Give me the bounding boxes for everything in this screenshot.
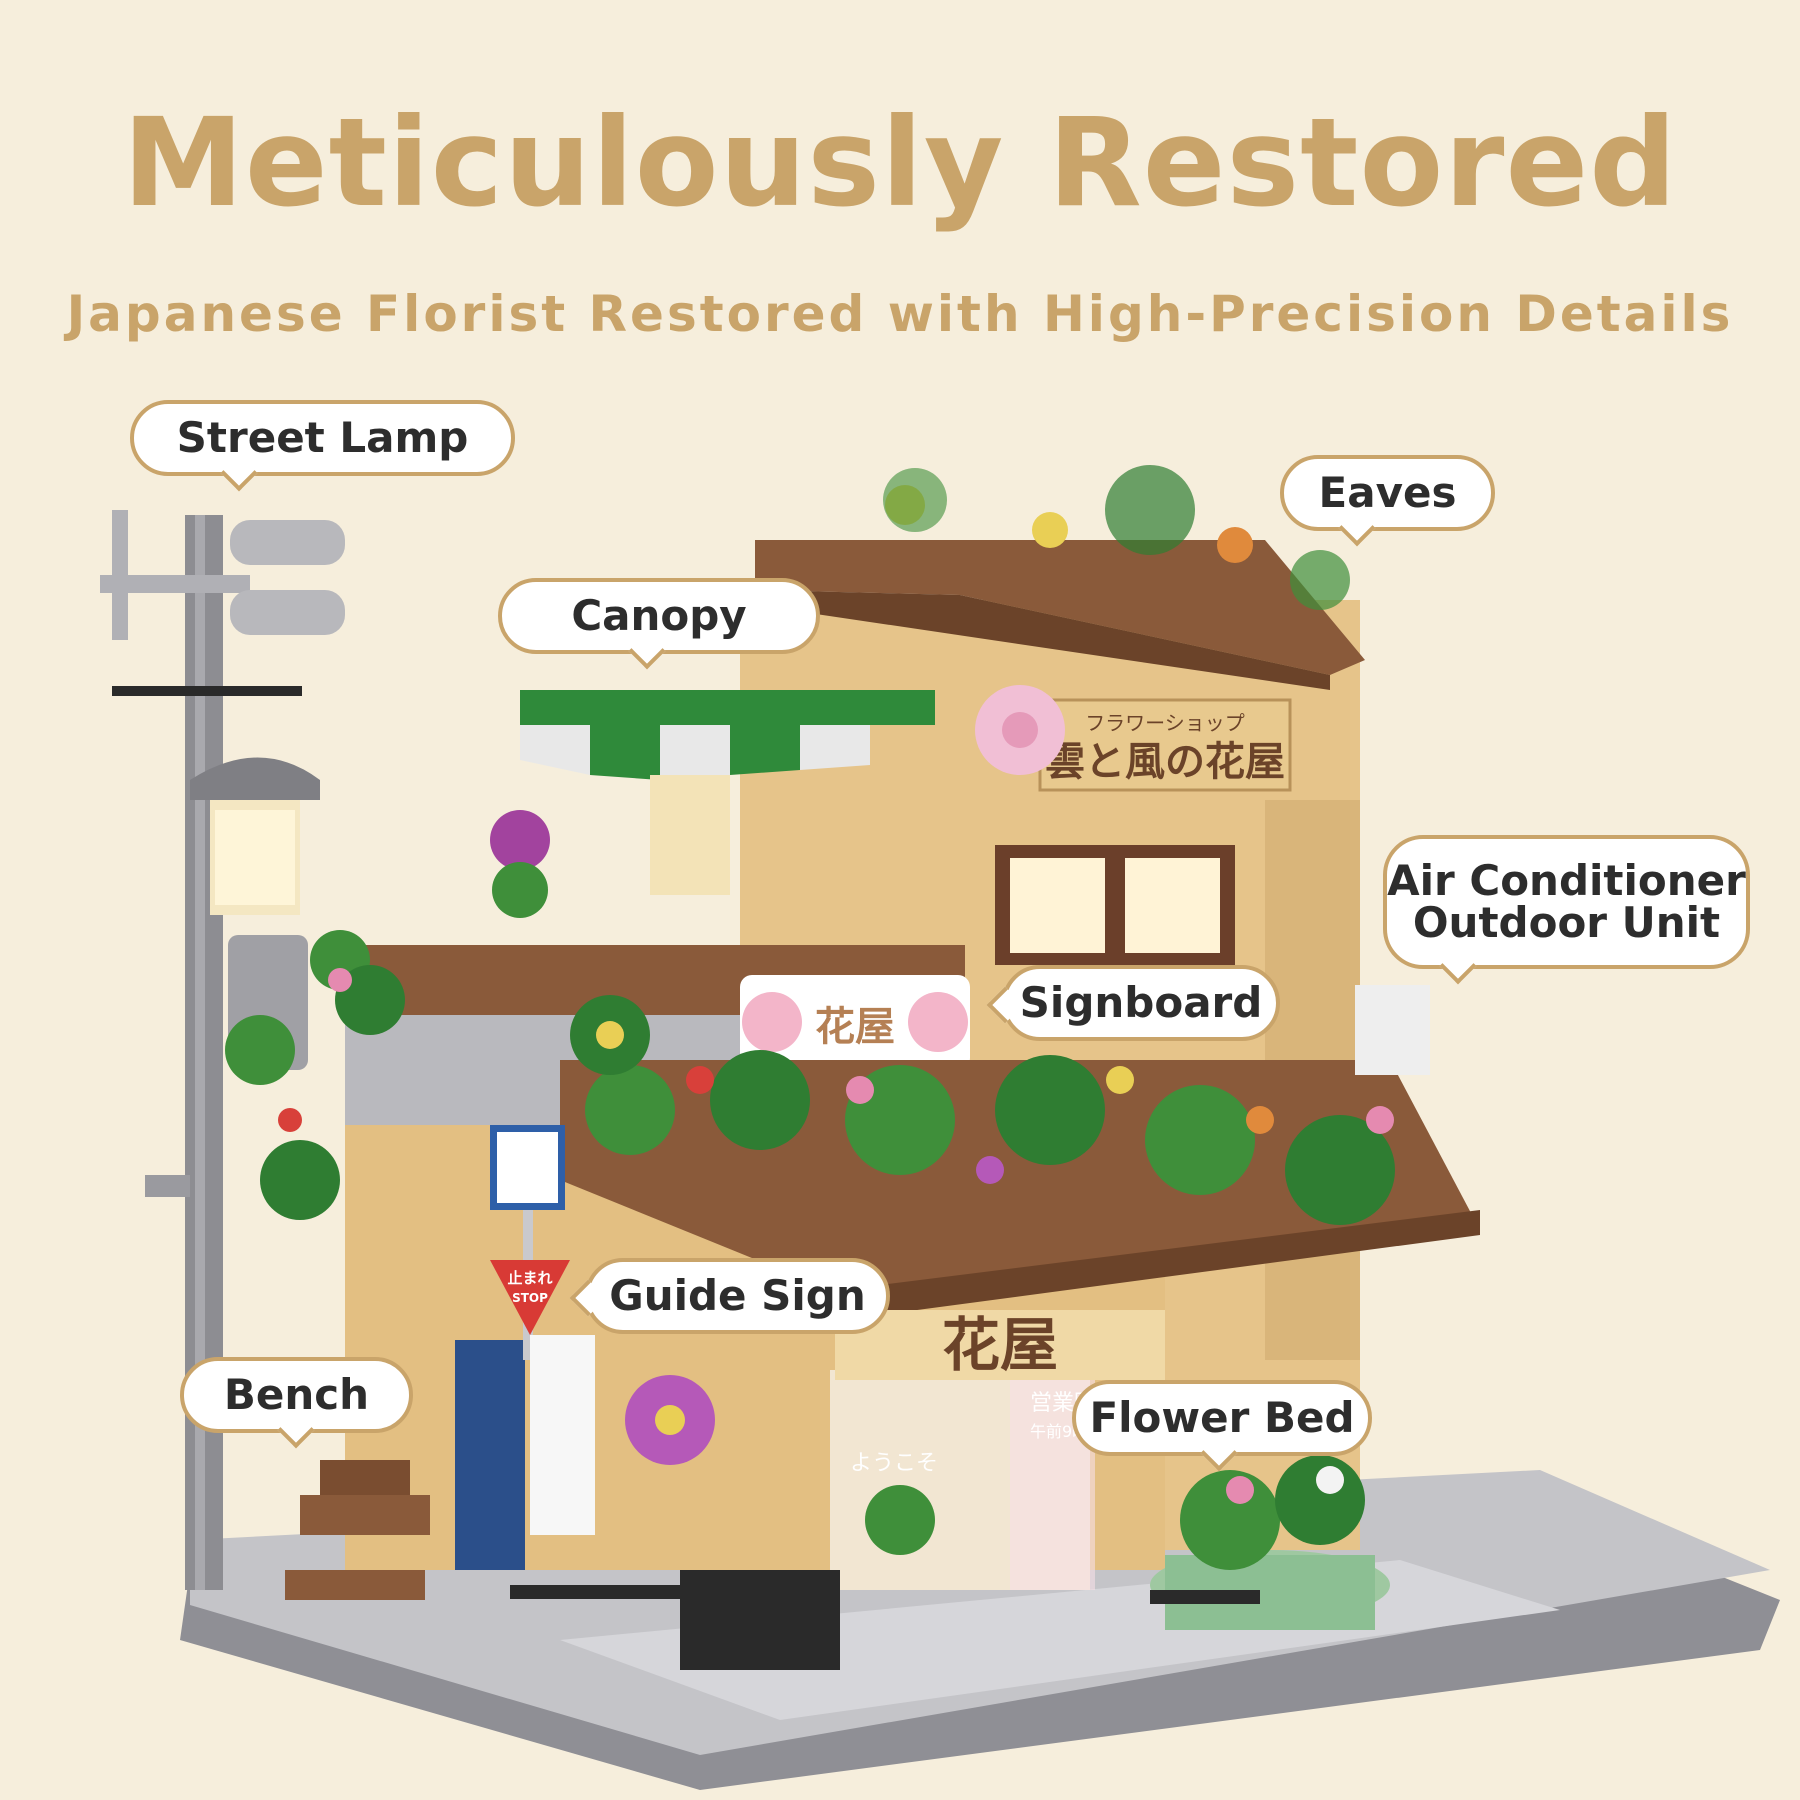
front-planter: [510, 1375, 1260, 1670]
hanging-sign-text: 花屋: [815, 1004, 895, 1050]
canopy-awning: [520, 690, 935, 895]
stop-sign-en: STOP: [512, 1291, 548, 1305]
roof-eaves: [755, 465, 1365, 690]
air-conditioner-unit: [1355, 985, 1430, 1075]
callout-flower-bed: Flower Bed: [1072, 1380, 1372, 1472]
callout-street-lamp: Street Lamp: [130, 400, 515, 492]
callout-signboard: Signboard: [986, 965, 1280, 1041]
lower-roof-flowers: [560, 1050, 1480, 1315]
page-title: Meticulously Restored: [122, 92, 1678, 234]
stop-sign-jp: 止まれ: [507, 1269, 552, 1287]
callout-canopy: Canopy: [498, 578, 820, 670]
hanging-signboard: 花屋: [740, 975, 970, 1070]
shop-sign-kana: フラワーショップ: [1085, 711, 1245, 735]
callout-eaves-label: Eaves: [1318, 468, 1457, 517]
callout-bench: Bench: [180, 1357, 413, 1449]
callout-guide-sign-label: Guide Sign: [609, 1271, 866, 1320]
window-welcome-text: ようこそ: [850, 1451, 938, 1476]
flower-bed: [1150, 1455, 1390, 1630]
climbing-vines: [225, 810, 650, 1220]
callout-air-conditioner: Air Conditioner Outdoor Unit: [1383, 835, 1750, 985]
shop-name-sign: フラワーショップ 雲と風の花屋: [975, 685, 1292, 792]
callout-street-lamp-label: Street Lamp: [176, 413, 469, 462]
callout-air-conditioner-label: Air Conditioner Outdoor Unit: [1387, 856, 1746, 947]
bench: [285, 1460, 430, 1600]
page-subtitle: Japanese Florist Restored with High-Prec…: [66, 285, 1734, 343]
callout-bench-label: Bench: [223, 1370, 370, 1419]
callout-guide-sign: Guide Sign: [569, 1258, 890, 1334]
callout-eaves: Eaves: [1280, 455, 1495, 547]
shop-sign-name: 雲と風の花屋: [1045, 739, 1285, 785]
callout-signboard-label: Signboard: [1019, 978, 1263, 1027]
callout-flower-bed-label: Flower Bed: [1089, 1393, 1355, 1442]
storefront-sign-text: 花屋: [942, 1311, 1058, 1379]
callout-canopy-label: Canopy: [571, 591, 747, 640]
guide-sign: 止まれ STOP: [490, 1125, 595, 1535]
